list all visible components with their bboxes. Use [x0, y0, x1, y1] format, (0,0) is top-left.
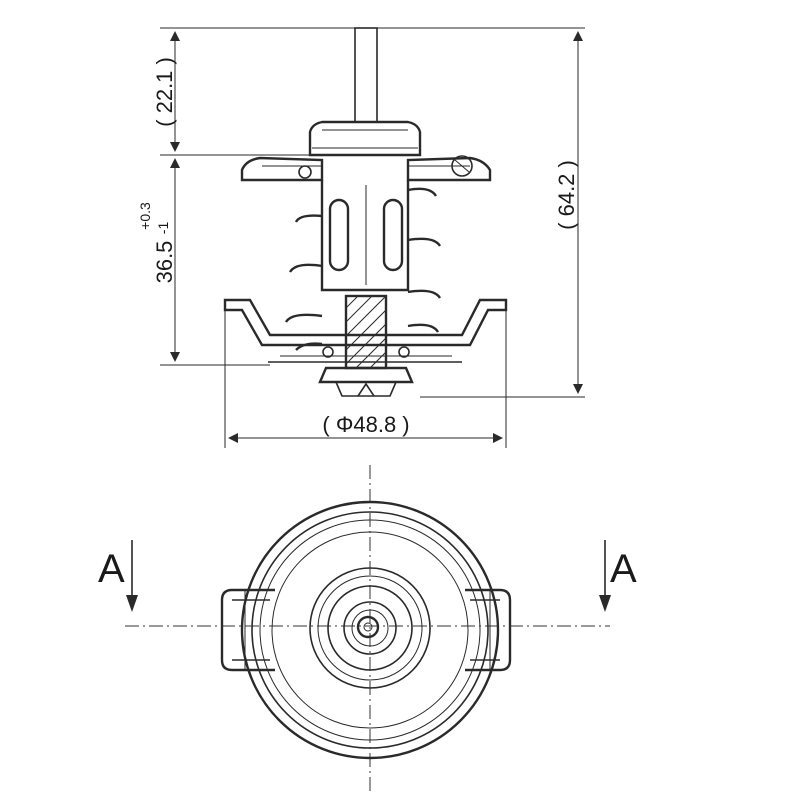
spring-left — [284, 214, 323, 351]
element-body — [320, 180, 410, 292]
section-label-left: A — [98, 547, 125, 591]
rod — [354, 27, 378, 123]
bridge-rivet-left — [298, 165, 312, 179]
inner-ring — [309, 567, 431, 689]
dim-flange-diameter: ( Φ48.8 ) — [322, 412, 409, 437]
dim-top-rod: ( 22.1 ) — [152, 57, 177, 127]
lower-flange — [223, 298, 508, 347]
spring-right — [407, 187, 442, 333]
bridge-bolt-icon — [451, 155, 473, 177]
dim-body-height: 36.5 — [152, 241, 177, 284]
slot-right — [382, 198, 404, 272]
rod-housing — [308, 120, 422, 157]
side-view — [223, 27, 508, 397]
dim-tol-lower: -1 — [155, 222, 171, 235]
dim-tol-upper: +0.3 — [137, 202, 153, 230]
center-pin — [356, 615, 380, 639]
bottom-view — [125, 465, 610, 792]
lug-left — [220, 588, 275, 672]
bridge-left — [240, 156, 324, 182]
piston — [344, 294, 388, 370]
bottom-nut — [318, 366, 414, 384]
slot-left — [328, 198, 350, 272]
dim-total-height: ( 64.2 ) — [554, 160, 579, 230]
dimensions: ( 22.1 ) 36.5 +0.3 -1 ( 64.2 ) ( Φ48.8 ) — [137, 27, 585, 448]
section-label-right: A — [610, 547, 637, 591]
section-markers: A A — [98, 540, 637, 612]
bridge-right — [406, 156, 492, 182]
lug-right — [465, 588, 512, 672]
outer-ring — [240, 500, 500, 760]
